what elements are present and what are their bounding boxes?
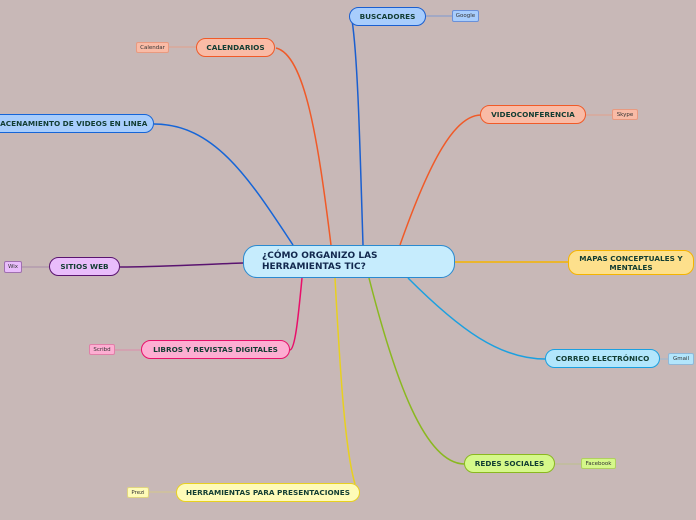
topic-sitios-web[interactable]: SITIOS WEB (49, 257, 120, 276)
topic-libros-revistas[interactable]: LIBROS Y REVISTAS DIGITALES (141, 340, 290, 359)
edge-almacenamiento (153, 123, 294, 246)
topic-calendarios[interactable]: CALENDARIOS (196, 38, 275, 57)
topic-almacenamiento-videos[interactable]: ALMACENAMIENTO DE VIDEOS EN LINEA (0, 114, 154, 133)
leaf-prezi[interactable]: Prezi (127, 487, 149, 498)
leaf-scribd[interactable]: Scribd (89, 344, 115, 355)
edge-redes (368, 277, 465, 465)
edge-videoconferencia (399, 114, 482, 246)
central-topic[interactable]: ¿CÓMO ORGANIZO LAS HERRAMIENTAS TIC? (243, 245, 455, 278)
leaf-facebook[interactable]: Facebook (581, 458, 616, 469)
topic-videoconferencia[interactable]: VIDEOCONFERENCIA (480, 105, 586, 124)
edge-sitios (119, 262, 244, 268)
topic-herramientas-presentaciones[interactable]: HERRAMIENTAS PARA PRESENTACIONES (176, 483, 360, 502)
topic-redes-sociales[interactable]: REDES SOCIALES (464, 454, 555, 473)
leaf-google[interactable]: Google (452, 10, 479, 22)
edge-calendarios (275, 47, 332, 246)
edge-presentaciones (334, 277, 356, 485)
edge-correo (407, 277, 546, 360)
topic-correo-electronico[interactable]: CORREO ELECTRÓNICO (545, 349, 660, 368)
topic-mapas-conceptuales[interactable]: MAPAS CONCEPTUALES Y MENTALES (568, 250, 694, 275)
leaf-skype[interactable]: Skype (612, 109, 638, 120)
edge-buscadores (351, 19, 364, 246)
leaf-gmail[interactable]: Gmail (668, 353, 694, 365)
leaf-wix[interactable]: Wix (4, 261, 22, 273)
edge-libros (289, 277, 303, 351)
leaf-calendar[interactable]: Calendar (136, 42, 169, 53)
topic-buscadores[interactable]: BUSCADORES (349, 7, 426, 26)
